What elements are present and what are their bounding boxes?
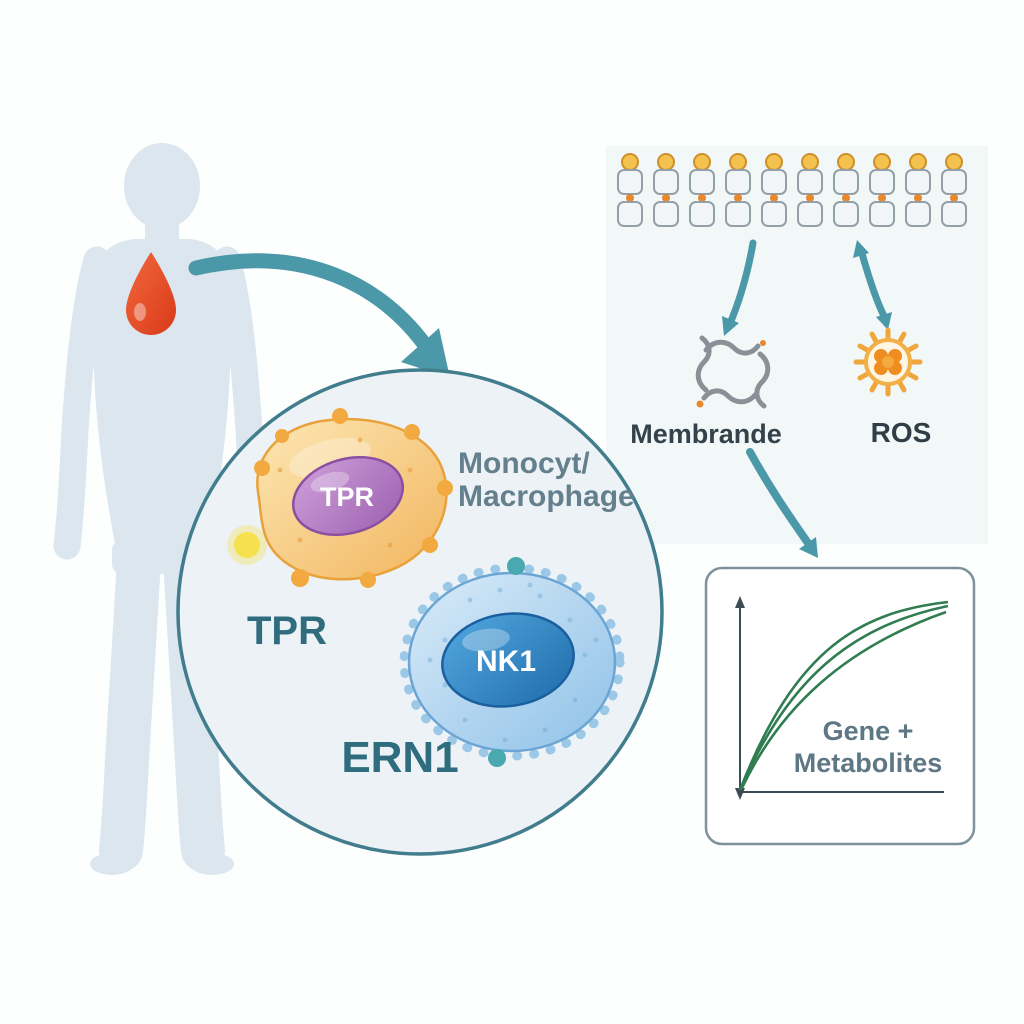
arrow-membrane-ros-double [853, 240, 892, 330]
receptor-accent-dot-2 [760, 340, 766, 346]
macrophage-bottom-dot [488, 749, 506, 767]
chart-label-line1: Gene + [823, 716, 914, 746]
monocyte-nucleus [291, 455, 405, 537]
receptor-squiggle-icon [695, 335, 771, 409]
macrophage-nucleus [441, 612, 575, 708]
arrow-membrane-to-receptor [722, 239, 757, 336]
membrane-label: Membrande [630, 419, 782, 449]
arrow-blood-to-cells [188, 253, 450, 378]
chart-axes [739, 604, 944, 793]
orange-monocyte-cell: TPR [227, 408, 453, 588]
monocyte-macrophage-label-line2: Macrophage [458, 480, 635, 513]
cell-label-tpr: TPR [247, 609, 327, 653]
macrophage-top-dot [507, 557, 525, 575]
receptor-accent-dot [696, 400, 704, 408]
ros-sunburst-icon [853, 327, 923, 397]
blue-macrophage-cell: NK1 [399, 557, 625, 767]
chart-label-line2: Metabolites [794, 748, 943, 778]
blood-drop-icon [126, 252, 176, 335]
nucleus-label-tpr: TPR [320, 482, 374, 512]
monocyte-macrophage-label-line1: Monocyt/ [458, 447, 590, 480]
ros-label: ROS [871, 417, 932, 448]
cell-label-ern1: ERN1 [341, 733, 458, 782]
gene-metabolites-curve-chart: Gene + Metabolites [704, 566, 976, 846]
arrow-to-chart [746, 448, 818, 558]
nucleus-label-nk1: NK1 [476, 645, 536, 678]
chart-curves [738, 600, 949, 791]
